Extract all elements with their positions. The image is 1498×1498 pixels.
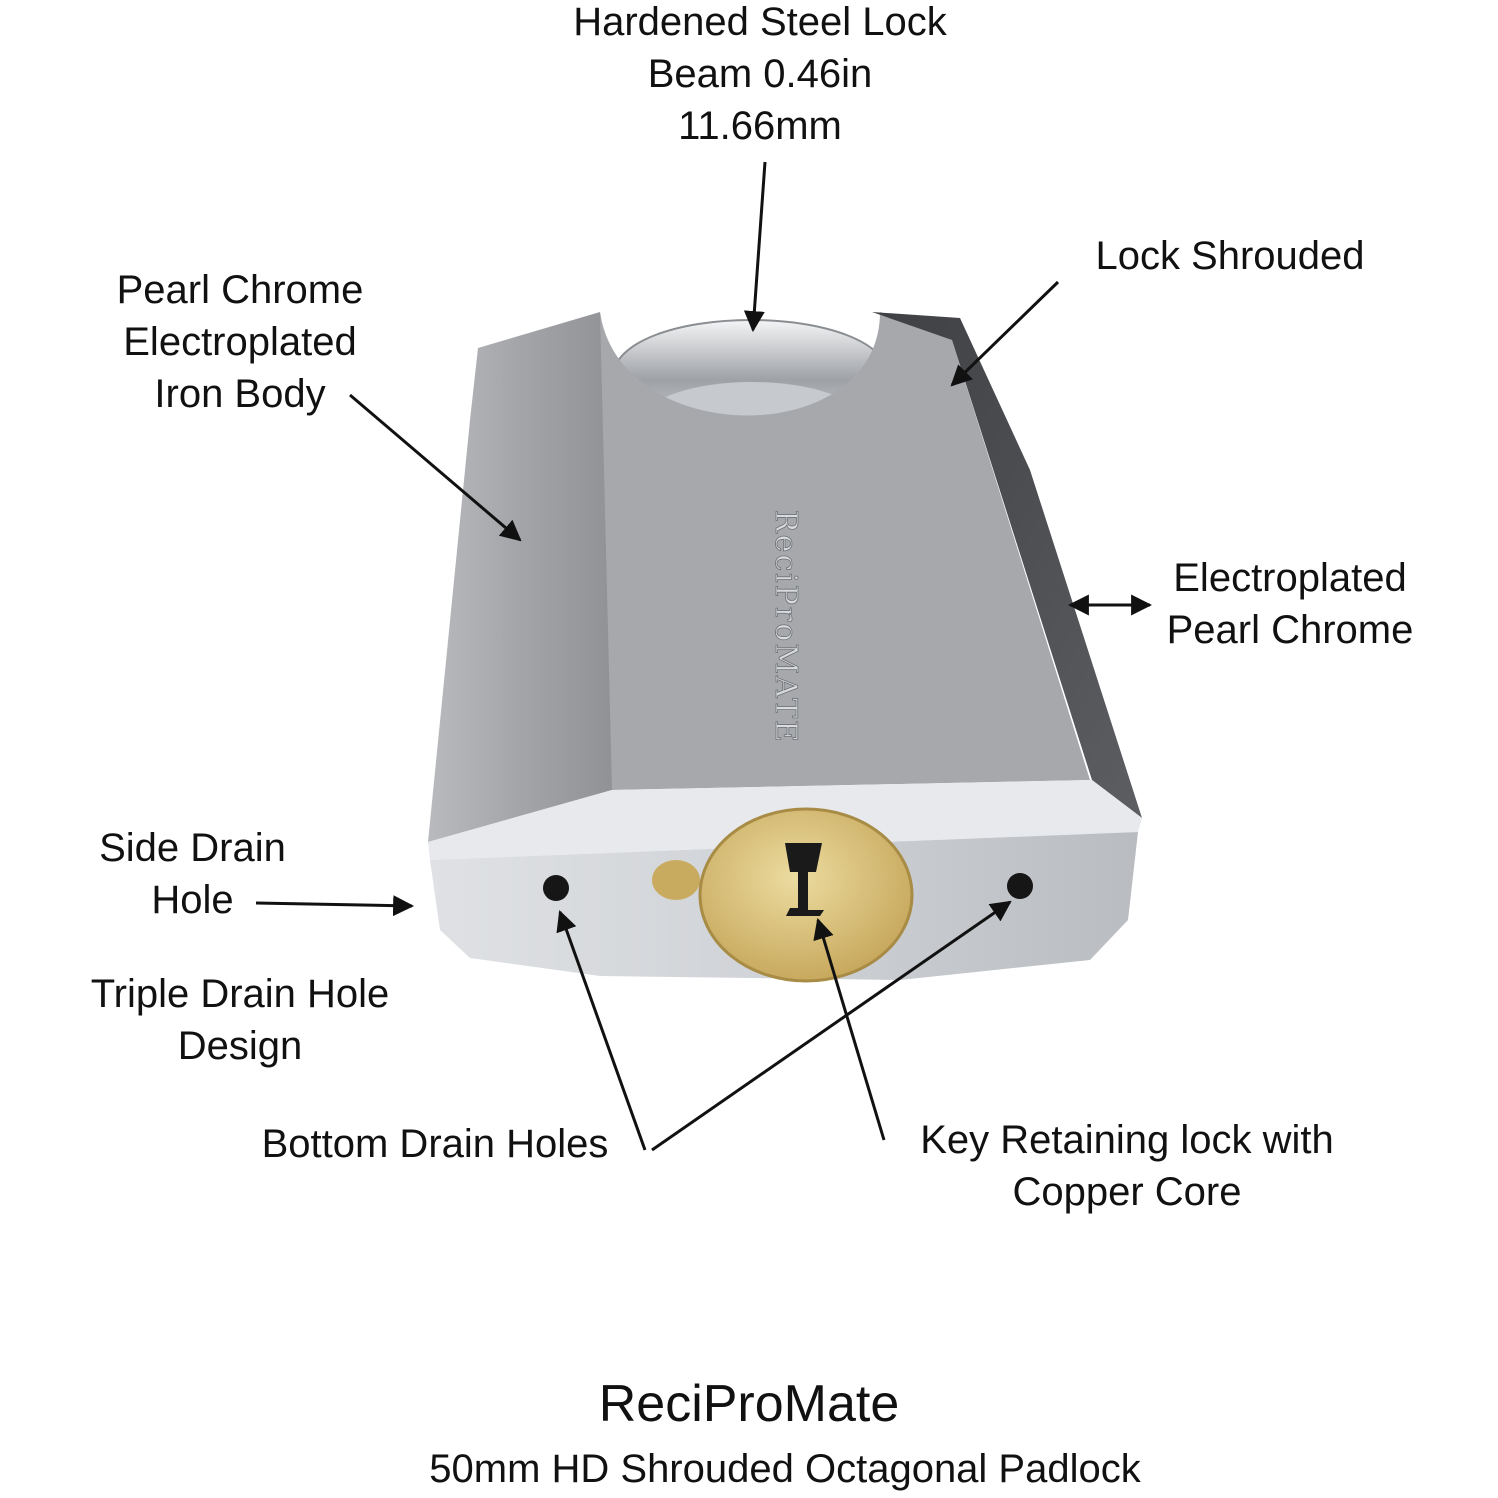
drain-hole-right — [1007, 873, 1033, 899]
key-cylinder — [652, 807, 914, 983]
label-bottom-drain: Bottom Drain Holes — [261, 1122, 609, 1166]
label-plating: Electroplated Pearl Chrome — [1166, 556, 1414, 652]
callout-arrows — [255, 161, 1153, 1152]
label-shroud: Lock Shrouded — [1095, 234, 1365, 278]
arrow-key-core — [813, 917, 886, 1141]
label-key-core: Key Retaining lock with Copper Core — [920, 1118, 1334, 1214]
label-shackle: Hardened Steel Lock Beam 0.46in 11.66mm — [573, 0, 947, 148]
label-body: Pearl Chrome Electroplated Iron Body — [116, 268, 364, 416]
label-triple-drain: Triple Drain Hole Design — [90, 972, 390, 1068]
padlock-body-center — [600, 312, 1090, 790]
arrow-bottom-drain-left — [556, 910, 647, 1151]
arrow-bottom-drain-right — [651, 900, 1012, 1152]
arrow-shroud — [950, 280, 1060, 387]
padlock-shroud — [872, 312, 1142, 818]
drain-hole-left — [543, 875, 569, 901]
brand-name: ReciProMate — [598, 1375, 900, 1433]
arrow-body — [349, 393, 522, 542]
label-side-drain: Side Drain Hole — [99, 826, 286, 922]
engraving-text: ReciProMATE — [768, 510, 803, 744]
padlock-body-left — [428, 312, 620, 842]
arrow-side-drain — [255, 895, 415, 917]
product-subtitle: 50mm HD Shrouded Octagonal Padlock — [429, 1447, 1141, 1491]
arrow-shackle — [743, 161, 767, 333]
